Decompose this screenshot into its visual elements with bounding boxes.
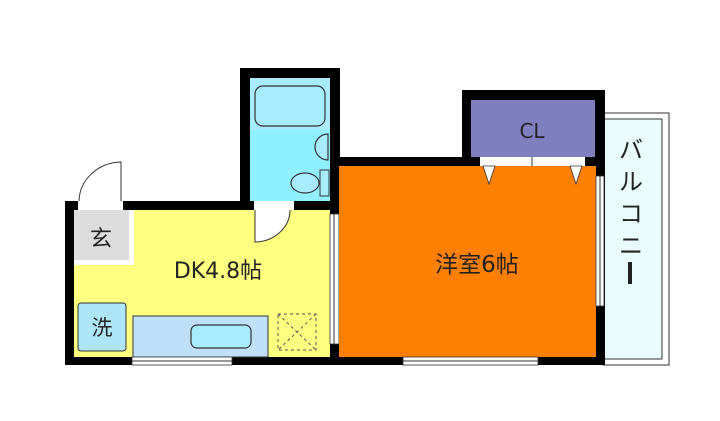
balcony-door[interactable] — [595, 175, 605, 307]
western-window — [402, 356, 539, 366]
balcony-label-3: コ — [619, 200, 643, 228]
bathroom — [250, 78, 330, 201]
washer-space — [77, 302, 127, 352]
closet-label: CL — [519, 119, 545, 143]
storage-hatch — [277, 313, 317, 351]
bathroom-door[interactable] — [254, 201, 294, 243]
dk-window — [131, 356, 233, 366]
entrance-label: 玄 — [90, 227, 112, 252]
balcony-label-1: バ — [619, 136, 643, 164]
western-room-label: 洋室6帖 — [435, 252, 519, 278]
entrance-door[interactable] — [78, 161, 123, 210]
toilet-icon — [290, 172, 320, 194]
balcony-label-4: ニ — [619, 232, 643, 260]
sink — [314, 133, 329, 161]
closet-doors[interactable] — [480, 157, 585, 186]
balcony-label-2: ル — [619, 168, 643, 196]
kitchen-sink — [190, 324, 252, 349]
closet — [471, 100, 595, 157]
sliding-door-dk-western[interactable] — [329, 213, 340, 345]
dk-label: DK4.8帖 — [174, 259, 262, 284]
entrance — [74, 210, 129, 260]
balcony-label-5-mark — [628, 262, 632, 284]
toilet-tank — [319, 169, 330, 197]
washer-label: 洗 — [92, 316, 113, 340]
bathtub — [254, 85, 326, 127]
western-room — [339, 166, 596, 357]
balcony: バ ル コ ニ — [602, 112, 670, 366]
